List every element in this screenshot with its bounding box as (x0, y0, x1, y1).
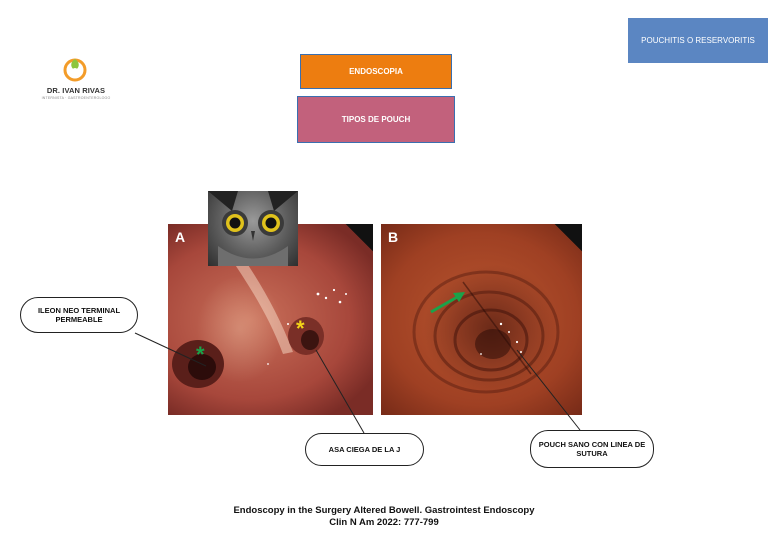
logo-icon (63, 58, 87, 82)
citation-line-2: Clin N Am 2022: 777-799 (329, 516, 439, 528)
image-corner-mask (552, 224, 582, 254)
citation-line-1: Endoscopy in the Surgery Altered Bowell.… (233, 505, 535, 516)
callout-ileon-neo-terminal: ILEON NEO TERMINAL PERMEABLE (20, 297, 138, 333)
image-a-letter: A (175, 229, 186, 245)
logo-name: DR. IVAN RIVAS (46, 86, 106, 95)
endoscopia-button[interactable]: ENDOSCOPIA (300, 54, 452, 89)
tipos-de-pouch-button[interactable]: TIPOS DE POUCH (297, 96, 455, 143)
green-asterisk-marker: * (196, 342, 205, 367)
callout-asa-ciega: ASA CIEGA DE LA J (305, 433, 424, 466)
callout-pouch-sano: POUCH SANO CON LINEA DE SUTURA (530, 430, 654, 468)
brand-logo: DR. IVAN RIVAS INTERNISTA · GASTROENTERO… (36, 56, 116, 106)
citation: Endoscopy in the Surgery Altered Bowell.… (184, 505, 584, 529)
image-corner-mask (343, 224, 373, 254)
owl-image (208, 191, 298, 266)
owl-face-icon (208, 191, 298, 266)
pouchitis-button[interactable]: POUCHITIS O RESERVORITIS (628, 18, 768, 63)
image-b-letter: B (388, 229, 399, 245)
endoscopy-image-b: B (381, 224, 582, 415)
logo-subtitle: INTERNISTA · GASTROENTEROLOGO (41, 96, 111, 100)
yellow-asterisk-marker: * (296, 316, 305, 341)
